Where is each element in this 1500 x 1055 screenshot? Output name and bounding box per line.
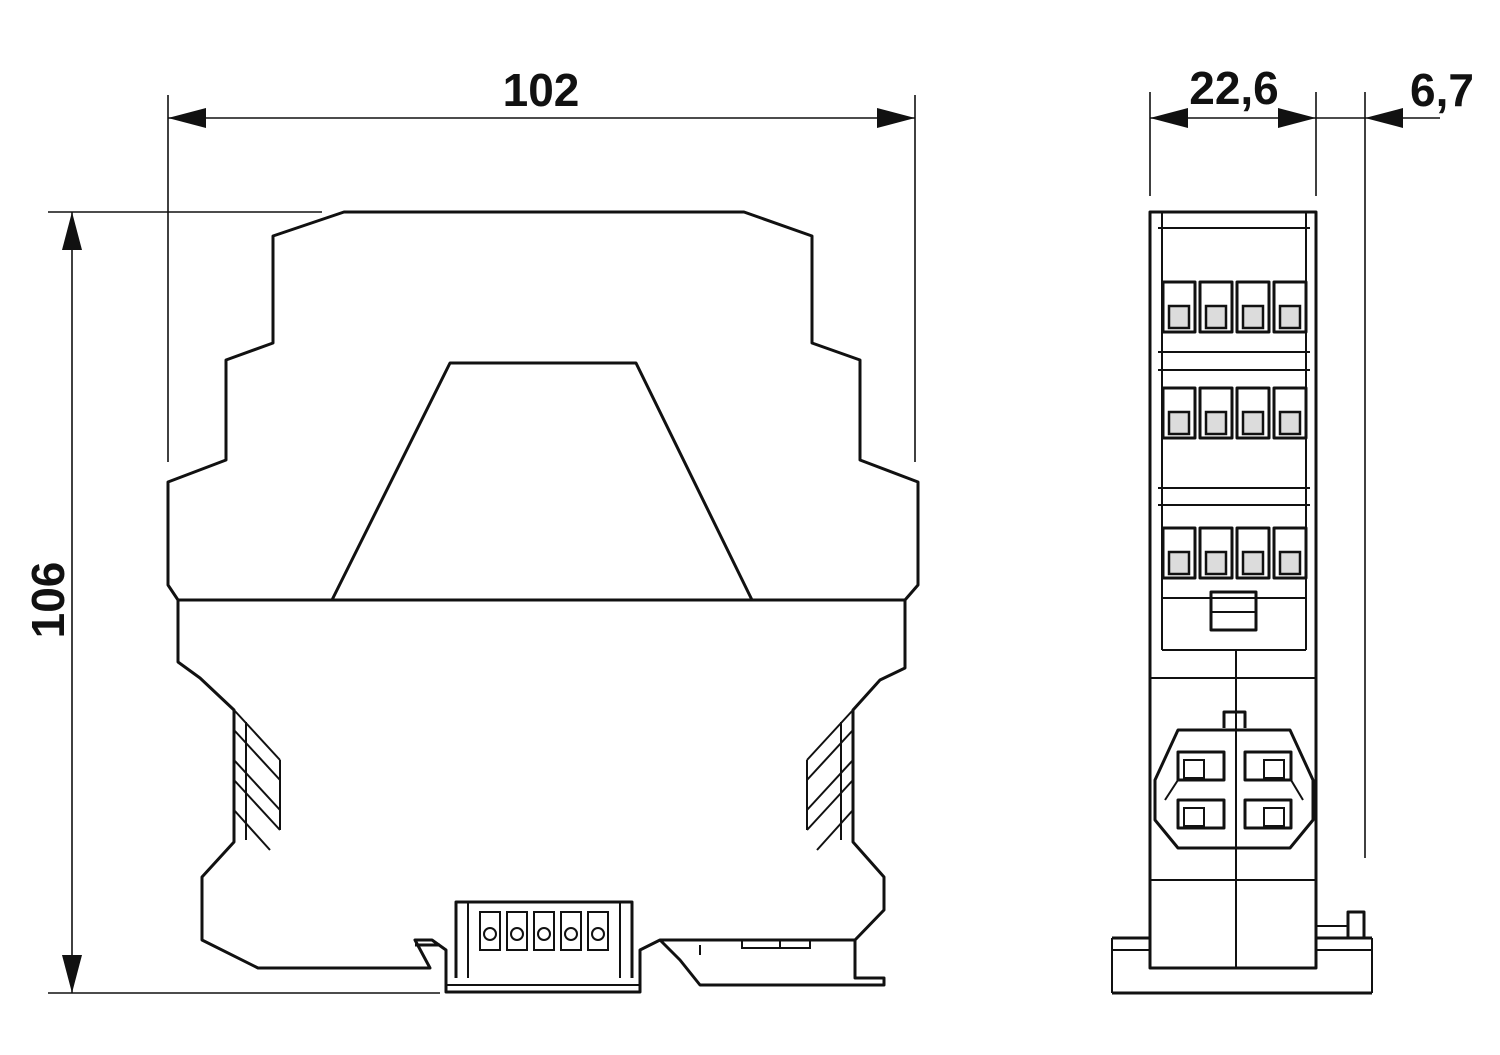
front-bottom-connector — [454, 900, 634, 978]
side-terminal-row-1 — [1161, 280, 1308, 334]
side-outer-body — [1148, 210, 1318, 970]
front-middle-body — [176, 600, 432, 970]
side-terminal-row-2 — [1161, 386, 1308, 440]
side-terminal-row-3 — [1161, 526, 1308, 580]
front-middle-body-right — [851, 600, 907, 942]
dimension-width-label: 102 — [503, 64, 580, 116]
front-view — [166, 210, 920, 994]
dimension-depth: 22,6 — [1149, 62, 1317, 196]
dimension-offset-label: 6,7 — [1410, 64, 1474, 116]
dimension-offset: 6,7 — [1316, 64, 1474, 858]
side-din-rail — [1111, 910, 1373, 995]
front-right-ribs — [806, 709, 854, 851]
front-bottom-latch — [658, 938, 886, 987]
front-din-rail — [415, 938, 680, 994]
dimension-height: 106 — [22, 211, 440, 994]
side-view — [1111, 210, 1373, 995]
front-top-housing — [166, 210, 920, 602]
side-lower-clips — [1153, 710, 1315, 850]
dimension-width: 102 — [167, 64, 916, 462]
connector-pins — [479, 911, 609, 951]
dimension-height-label: 106 — [22, 562, 74, 639]
front-center-notch — [330, 361, 754, 601]
front-left-ribs — [233, 709, 281, 851]
dimension-depth-label: 22,6 — [1189, 62, 1279, 114]
